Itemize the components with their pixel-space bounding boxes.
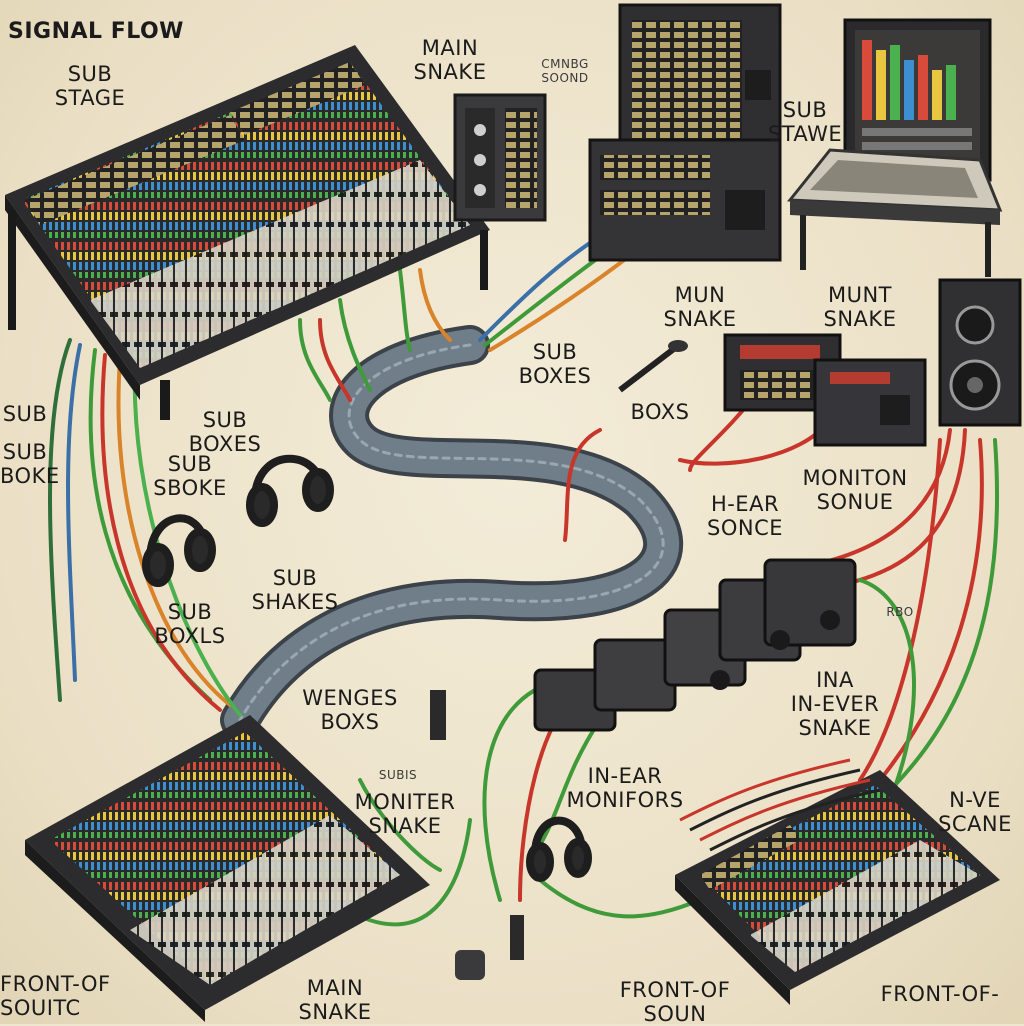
sub-box-row	[533, 558, 857, 732]
label-front-of-souitc: FRONT-OF SOUITC	[0, 972, 111, 1020]
label-small-right-caption: RBO	[886, 605, 914, 619]
top-left-mixing-console	[5, 45, 490, 420]
label-wenges-boxs: WENGES BOXS	[302, 686, 398, 734]
microphones	[430, 340, 688, 980]
label-sub-stage: SUB STAGE	[54, 62, 126, 110]
label-sub-shakes: SUB SHAKES	[251, 566, 339, 614]
label-n-ve-scane: N-VE SCANE	[938, 788, 1012, 836]
label-sub-left-edge: SUB	[2, 402, 48, 426]
rack-equipment	[453, 3, 782, 262]
label-sub-boxls: SUB BOXLS	[154, 600, 226, 648]
label-front-of-soun: FRONT-OF SOUN	[619, 978, 731, 1026]
bottom-right-mixing-console	[675, 770, 1000, 1005]
label-small-center-caption: SUBIS	[378, 768, 418, 782]
label-in-ear-monifors: IN-EAR MONIFORS	[566, 764, 684, 812]
ribbon-cables	[679, 758, 881, 852]
label-h-ear-sonce: H-EAR SONCE	[707, 492, 783, 540]
label-moniton-sonue: MONITON SONUE	[802, 466, 908, 514]
headphones	[142, 454, 592, 882]
label-sub-boxes-center: SUB BOXES	[518, 340, 592, 388]
label-sub-boke: SUB BOKE	[0, 440, 60, 488]
label-boxs: BOXS	[630, 400, 690, 424]
label-main-snake-bottom: MAIN SNAKE	[298, 976, 372, 1024]
label-moniter-snake: MONITER SNAKE	[354, 790, 456, 838]
stage-boxes	[723, 333, 927, 447]
label-main-snake-top: MAIN SNAKE	[413, 36, 487, 84]
speaker-cabinet	[938, 278, 1022, 427]
laptop-workstation	[786, 18, 1003, 277]
label-front-of-right: FRONT-OF-	[880, 982, 1000, 1006]
label-ina-in-ever-snake: INA IN-EVER SNAKE	[790, 668, 880, 740]
label-munt-snake: MUNT SNAKE	[823, 283, 897, 331]
diagram-title: SIGNAL FLOW	[8, 19, 184, 44]
label-sub-sboke: SUB SBOKE	[153, 452, 227, 500]
label-small-top-caption: CMNBG SOOND	[541, 57, 589, 85]
bottom-left-mixing-console	[25, 715, 430, 1022]
label-sub-boxes-left: SUB BOXES	[188, 408, 262, 456]
label-mun-snake: MUN SNAKE	[663, 283, 737, 331]
label-sub-stawe: SUB STAWE	[767, 98, 843, 146]
